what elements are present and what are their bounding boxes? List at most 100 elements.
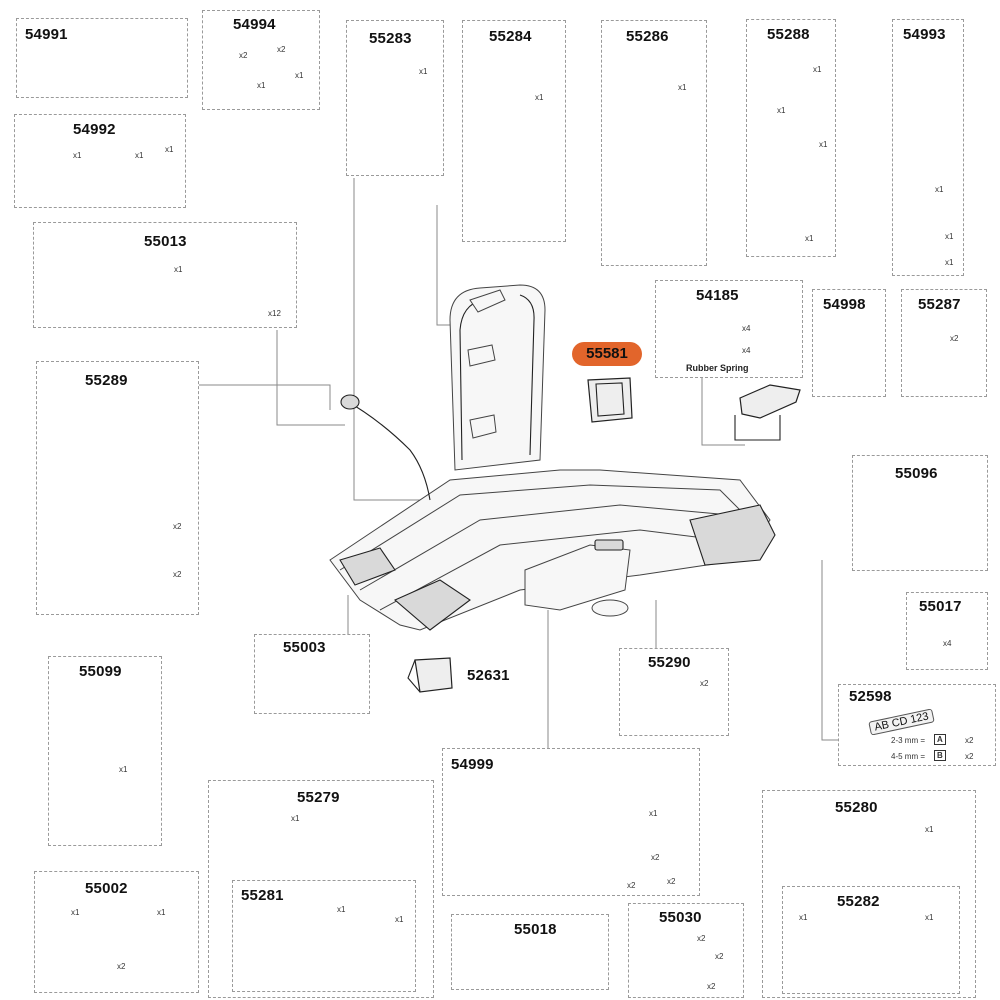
part-number-55288: 55288 xyxy=(767,26,810,43)
part-number-55003: 55003 xyxy=(283,639,326,656)
part-number-55002: 55002 xyxy=(85,880,128,897)
part-box-55288[interactable]: 55288 x1 x1 x1 x1 xyxy=(746,19,836,257)
qty-label: x1 xyxy=(295,71,304,80)
qty-label: x1 xyxy=(777,106,786,115)
part-box-54998[interactable]: 54998 xyxy=(812,289,886,397)
qty-label: x1 xyxy=(799,913,808,922)
qty-label: x1 xyxy=(174,265,183,274)
rubber-spring-label: Rubber Spring xyxy=(686,363,749,373)
qty-label: x2 xyxy=(697,934,706,943)
qty-label: x1 xyxy=(257,81,266,90)
letter-b: B xyxy=(934,750,946,761)
thickness-row-b: 4-5 mm = xyxy=(891,752,926,761)
qty-label: x2 xyxy=(277,45,286,54)
part-box-55284[interactable]: 55284 x1 xyxy=(462,20,566,242)
qty-label: x1 xyxy=(678,83,687,92)
qty-label: x2 xyxy=(651,853,660,862)
part-number-54998: 54998 xyxy=(823,296,866,313)
part-box-55283[interactable]: 55283 x1 xyxy=(346,20,444,176)
qty-label: x1 xyxy=(925,913,934,922)
qty-label: x1 xyxy=(291,814,300,823)
part-box-52598[interactable]: 52598 AB CD 123 2-3 mm = A x2 4-5 mm = B… xyxy=(838,684,996,766)
qty-label: x1 xyxy=(805,234,814,243)
qty-label: x1 xyxy=(945,258,954,267)
qty-label: x1 xyxy=(925,825,934,834)
part-number-55286: 55286 xyxy=(626,28,669,45)
part-number-54992: 54992 xyxy=(73,121,116,138)
part-box-54993[interactable]: 54993 x1 x1 x1 xyxy=(892,19,964,276)
letter-a: A xyxy=(934,734,946,745)
part-number-55279: 55279 xyxy=(297,789,340,806)
bike-carrier-assembly xyxy=(329,284,776,631)
qty-label: x1 xyxy=(649,809,658,818)
part-box-54991[interactable]: 54991 xyxy=(16,18,188,98)
qty-label: x2 xyxy=(700,679,709,688)
part-number-55287: 55287 xyxy=(918,296,961,313)
qty-label: x1 xyxy=(157,908,166,917)
part-number-55030: 55030 xyxy=(659,909,702,926)
license-plate: AB CD 123 xyxy=(868,708,935,736)
part-box-55030[interactable]: 55030 x2 x2 x2 xyxy=(628,903,744,998)
part-number-55290: 55290 xyxy=(648,654,691,671)
part-number-55280: 55280 xyxy=(835,799,878,816)
part-box-55003[interactable]: 55003 xyxy=(254,634,370,714)
qty-label: x1 xyxy=(337,905,346,914)
part-box-55017[interactable]: 55017 x4 xyxy=(906,592,988,670)
part-number-55013: 55013 xyxy=(144,233,187,250)
qty-label: x1 xyxy=(935,185,944,194)
part-box-55282[interactable]: 55282 x1 x1 xyxy=(782,886,960,994)
qty-label: x4 xyxy=(742,324,751,333)
qty-label: x1 xyxy=(535,93,544,102)
part-number-55099: 55099 xyxy=(79,663,122,680)
qty-label: x1 xyxy=(395,915,404,924)
qty-label: x2 xyxy=(965,736,974,745)
qty-label: x2 xyxy=(173,522,182,531)
part-number-55018: 55018 xyxy=(514,921,557,938)
part-box-55099[interactable]: 55099 x1 xyxy=(48,656,162,846)
qty-label: x2 xyxy=(173,570,182,579)
qty-label: x2 xyxy=(965,752,974,761)
qty-label: x1 xyxy=(419,67,428,76)
part-number-55017: 55017 xyxy=(919,598,962,615)
qty-label: x1 xyxy=(945,232,954,241)
part-box-54994[interactable]: 54994 x2 x2 x1 x1 xyxy=(202,10,320,110)
part-number-54185: 54185 xyxy=(696,287,739,304)
part-box-55096[interactable]: 55096 xyxy=(852,455,988,571)
part-number-52631[interactable]: 52631 xyxy=(467,667,510,684)
qty-label: x4 xyxy=(742,346,751,355)
part-box-55013[interactable]: 55013 x1 x12 xyxy=(33,222,297,328)
highlighted-part-55581[interactable]: 55581 xyxy=(572,342,642,366)
qty-label: x2 xyxy=(667,877,676,886)
part-box-55281[interactable]: 55281 x1 x1 xyxy=(232,880,416,992)
part-box-54185[interactable]: 54185 x4 x4 Rubber Spring xyxy=(655,280,803,378)
part-box-55018[interactable]: 55018 xyxy=(451,914,609,990)
part-box-55290[interactable]: 55290 x2 xyxy=(619,648,729,736)
part-box-55286[interactable]: 55286 x1 xyxy=(601,20,707,266)
part-number-55282: 55282 xyxy=(837,893,880,910)
part-number-55281: 55281 xyxy=(241,887,284,904)
part-number-54991: 54991 xyxy=(25,26,68,43)
qty-label: x1 xyxy=(813,65,822,74)
part-number-55096: 55096 xyxy=(895,465,938,482)
qty-label: x2 xyxy=(239,51,248,60)
part-number-52598: 52598 xyxy=(849,688,892,705)
part-box-54999[interactable]: 54999 x1 x2 x2 x2 xyxy=(442,748,700,896)
part-number-54994: 54994 xyxy=(233,16,276,33)
qty-label: x1 xyxy=(819,140,828,149)
qty-label: x1 xyxy=(165,145,174,154)
part-box-55002[interactable]: 55002 x1 x1 x2 xyxy=(34,871,199,993)
qty-label: x2 xyxy=(627,881,636,890)
part-box-55287[interactable]: 55287 x2 xyxy=(901,289,987,397)
qty-label: x2 xyxy=(715,952,724,961)
qty-label: x4 xyxy=(943,639,952,648)
part-box-55289[interactable]: 55289 x2 x2 xyxy=(36,361,199,615)
qty-label: x12 xyxy=(268,309,281,318)
part-number-55283: 55283 xyxy=(369,30,412,47)
qty-label: x1 xyxy=(119,765,128,774)
part-number-55289: 55289 xyxy=(85,372,128,389)
part-number-54999: 54999 xyxy=(451,756,494,773)
thickness-row-a: 2-3 mm = xyxy=(891,736,926,745)
qty-label: x2 xyxy=(117,962,126,971)
part-box-54992[interactable]: 54992 x1 x1 x1 xyxy=(14,114,186,208)
part-number-54993: 54993 xyxy=(903,26,946,43)
